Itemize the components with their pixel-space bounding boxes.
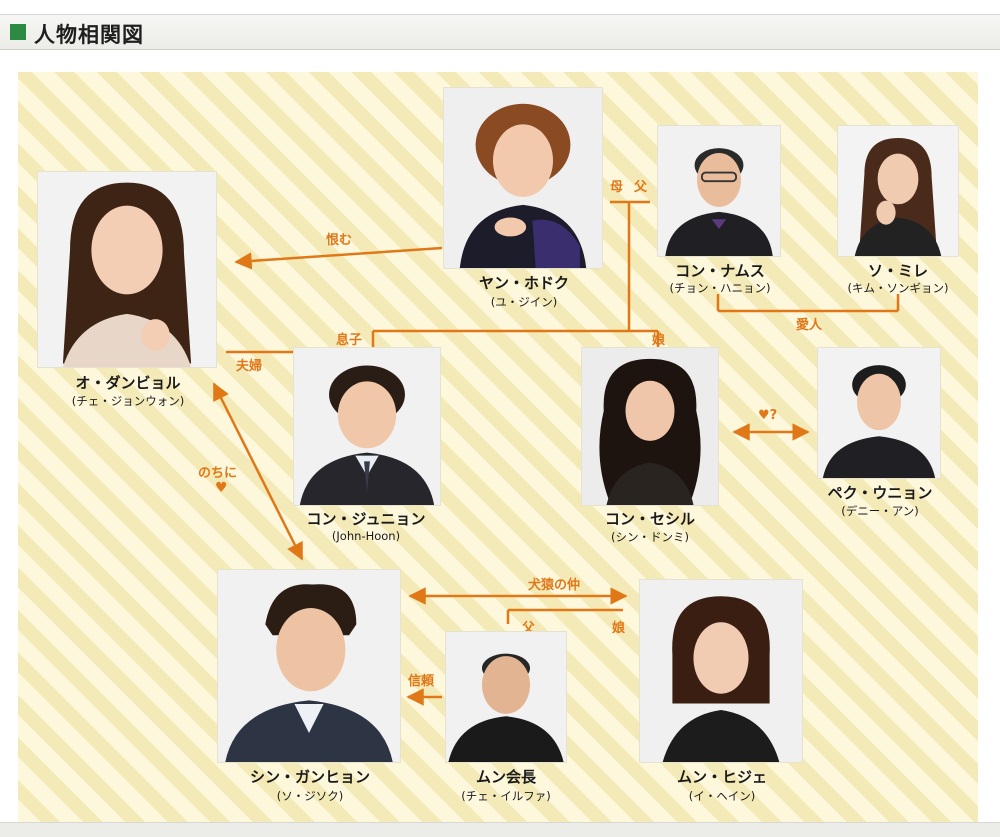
urami-arrow [234, 246, 443, 270]
relationship-diagram: 恨む 母 父 愛人 息子 娘 夫婦 ♥? のちに ♥ 犬猿の仲 父 娘 信頼 [18, 72, 978, 822]
name-o-danbyoru: オ・ダンビョル [75, 374, 181, 392]
actor-yang-hodoku: (ユ・ジイン) [490, 295, 558, 309]
name-so-mire: ソ・ミレ [867, 262, 929, 280]
page-title: 人物相関図 [34, 23, 144, 47]
photo-mun-hije [640, 580, 802, 762]
label-mother: 母 [610, 180, 624, 195]
label-son: 息子 [336, 333, 363, 348]
label-later: のちに [198, 466, 238, 481]
photo-yang-hodoku [444, 88, 602, 268]
actor-kon-namusu: (チョン・ハニョン) [669, 281, 771, 295]
actor-kon-seshiru: (シン・ドンミ) [611, 530, 689, 544]
label-daughter-mun: 娘 [612, 621, 626, 636]
name-kon-seshiru: コン・セシル [604, 510, 696, 528]
photo-kon-junyon [294, 348, 440, 505]
photo-kon-seshiru [582, 348, 718, 505]
green-square-icon [10, 24, 26, 40]
relationship-lines [212, 200, 900, 706]
actor-o-danbyoru: (チェ・ジョンウォン) [71, 394, 185, 408]
name-yang-hodoku: ヤン・ホドク [478, 274, 570, 292]
later-love-arrow [212, 382, 304, 561]
actor-peku-unyon: (デニー・アン) [841, 504, 919, 518]
label-married: 夫婦 [236, 359, 263, 374]
actor-mun-hije: (イ・ヘイン) [688, 789, 756, 803]
label-trust: 信頼 [408, 674, 435, 689]
name-mun-hije: ムン・ヒジェ [676, 768, 768, 786]
actor-so-mire: (キム・ソンギョン) [847, 281, 949, 295]
label-father: 父 [634, 180, 648, 195]
name-shin-ganhyon: シン・ガンヒョン [249, 768, 371, 786]
heart-icon: ♥ [215, 480, 228, 496]
photo-peku-unyon [818, 348, 940, 478]
name-kon-namusu: コン・ナムス [675, 262, 765, 280]
name-kon-junyon: コン・ジュニョン [306, 510, 426, 528]
label-lover: 愛人 [796, 318, 823, 333]
label-rivals: 犬猿の仲 [528, 578, 581, 593]
actor-mun-kaicho: (チェ・イルファ) [461, 789, 551, 803]
photo-shin-ganhyon [218, 570, 400, 762]
photo-o-danbyoru [38, 172, 216, 367]
name-peku-unyon: ペク・ウニョン [827, 484, 933, 502]
label-urami: 恨む [326, 233, 353, 248]
label-love-question: ♥? [758, 408, 778, 423]
actor-kon-junyon: (John-Hoon) [331, 529, 401, 543]
label-daughter: 娘 [652, 333, 666, 348]
actor-shin-ganhyon: (ソ・ジソク) [276, 789, 344, 803]
photo-kon-namusu [658, 126, 780, 256]
footer-bar [0, 822, 1000, 837]
photo-so-mire [838, 126, 958, 256]
section-header: 人物相関図 [0, 14, 1000, 50]
photo-mun-kaicho [446, 632, 566, 762]
name-mun-kaicho: ムン会長 [475, 768, 537, 786]
